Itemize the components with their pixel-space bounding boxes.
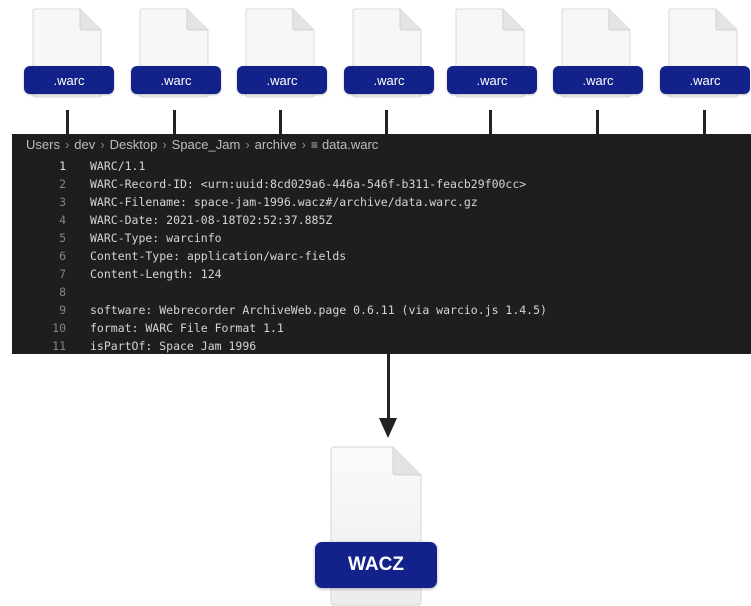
line-number: 5 (59, 231, 66, 245)
line-number: 2 (59, 177, 66, 191)
code-line: 3 WARC-Filename: space-jam-1996.wacz#/arc… (12, 193, 751, 211)
code-editor: Users › dev › Desktop › Space_Jam › archive › ≡dat… (12, 134, 751, 354)
breadcrumb-item[interactable]: Space_Jam (171, 137, 241, 152)
warc-badge: .warc (24, 66, 114, 94)
lines-file-icon: ≡ (310, 138, 318, 152)
down-arrow-icon (379, 418, 397, 438)
line-number: 4 (59, 213, 66, 227)
connector-line (385, 110, 388, 134)
breadcrumb-item[interactable]: dev (74, 137, 96, 152)
code-line: 6 Content-Type: application/warc-fields (12, 247, 751, 265)
line-number: 9 (59, 303, 66, 317)
down-arrow-shaft (387, 354, 390, 422)
connector-line (279, 110, 282, 134)
line-number: 3 (59, 195, 66, 209)
warc-badge: .warc (131, 66, 221, 94)
breadcrumb-item[interactable]: archive (254, 137, 297, 152)
warc-badge: .warc (237, 66, 327, 94)
line-text: format: WARC File Format 1.1 (90, 321, 284, 335)
breadcrumb-item[interactable]: Users (26, 137, 60, 152)
warc-badge: .warc (447, 66, 537, 94)
connector-line (703, 110, 706, 134)
warc-badge: .warc (660, 66, 750, 94)
wacz-badge: WACZ (315, 542, 437, 588)
line-number: 6 (59, 249, 66, 263)
code-line: 4 WARC-Date: 2021-08-18T02:52:37.885Z (12, 211, 751, 229)
code-line: 11 isPartOf: Space Jam 1996 (12, 337, 751, 355)
connector-line (173, 110, 176, 134)
code-line: 10 format: WARC File Format 1.1 (12, 319, 751, 337)
code-line: 2 WARC-Record-ID: <urn:uuid:8cd029a6-446a… (12, 175, 751, 193)
code-line: 1 WARC/1.1 (12, 157, 751, 175)
line-text: WARC-Record-ID: <urn:uuid:8cd029a6-446a-… (90, 177, 527, 191)
connector-line (489, 110, 492, 134)
line-text: isPartOf: Space Jam 1996 (90, 339, 257, 353)
line-text: WARC-Filename: space-jam-1996.wacz#/arch… (90, 195, 478, 209)
breadcrumb: Users › dev › Desktop › Space_Jam › archive › ≡dat… (12, 134, 751, 156)
line-text: Content-Type: application/warc-fields (90, 249, 347, 263)
code-line: 7 Content-Length: 124 (12, 265, 751, 283)
line-text: WARC-Type: warcinfo (90, 231, 222, 245)
connector-line (596, 110, 599, 134)
chevron-right-icon: › (100, 137, 105, 152)
line-number: 11 (52, 339, 66, 353)
code-area: 1 WARC/1.1 2 WARC-Record-ID: <urn:uuid:8cd0… (12, 156, 751, 355)
code-line: 8 (12, 283, 751, 301)
line-number: 10 (52, 321, 66, 335)
warc-badge: .warc (344, 66, 434, 94)
line-text: Content-Length: 124 (90, 267, 222, 281)
connector-line (66, 110, 69, 134)
line-number: 8 (59, 285, 66, 299)
line-text: WARC-Date: 2021-08-18T02:52:37.885Z (90, 213, 333, 227)
code-line: 5 WARC-Type: warcinfo (12, 229, 751, 247)
line-text: software: Webrecorder ArchiveWeb.page 0.… (90, 303, 547, 317)
code-line: 9 software: Webrecorder ArchiveWeb.page 0… (12, 301, 751, 319)
line-number: 7 (59, 267, 66, 281)
breadcrumb-file[interactable]: data.warc (321, 137, 379, 152)
chevron-right-icon: › (162, 137, 167, 152)
chevron-right-icon: › (245, 137, 250, 152)
warc-badge: .warc (553, 66, 643, 94)
line-text: WARC/1.1 (90, 159, 146, 173)
line-number: 1 (59, 159, 66, 173)
chevron-right-icon: › (64, 137, 70, 152)
breadcrumb-item[interactable]: Desktop (109, 137, 158, 152)
chevron-right-icon: › (301, 137, 306, 152)
